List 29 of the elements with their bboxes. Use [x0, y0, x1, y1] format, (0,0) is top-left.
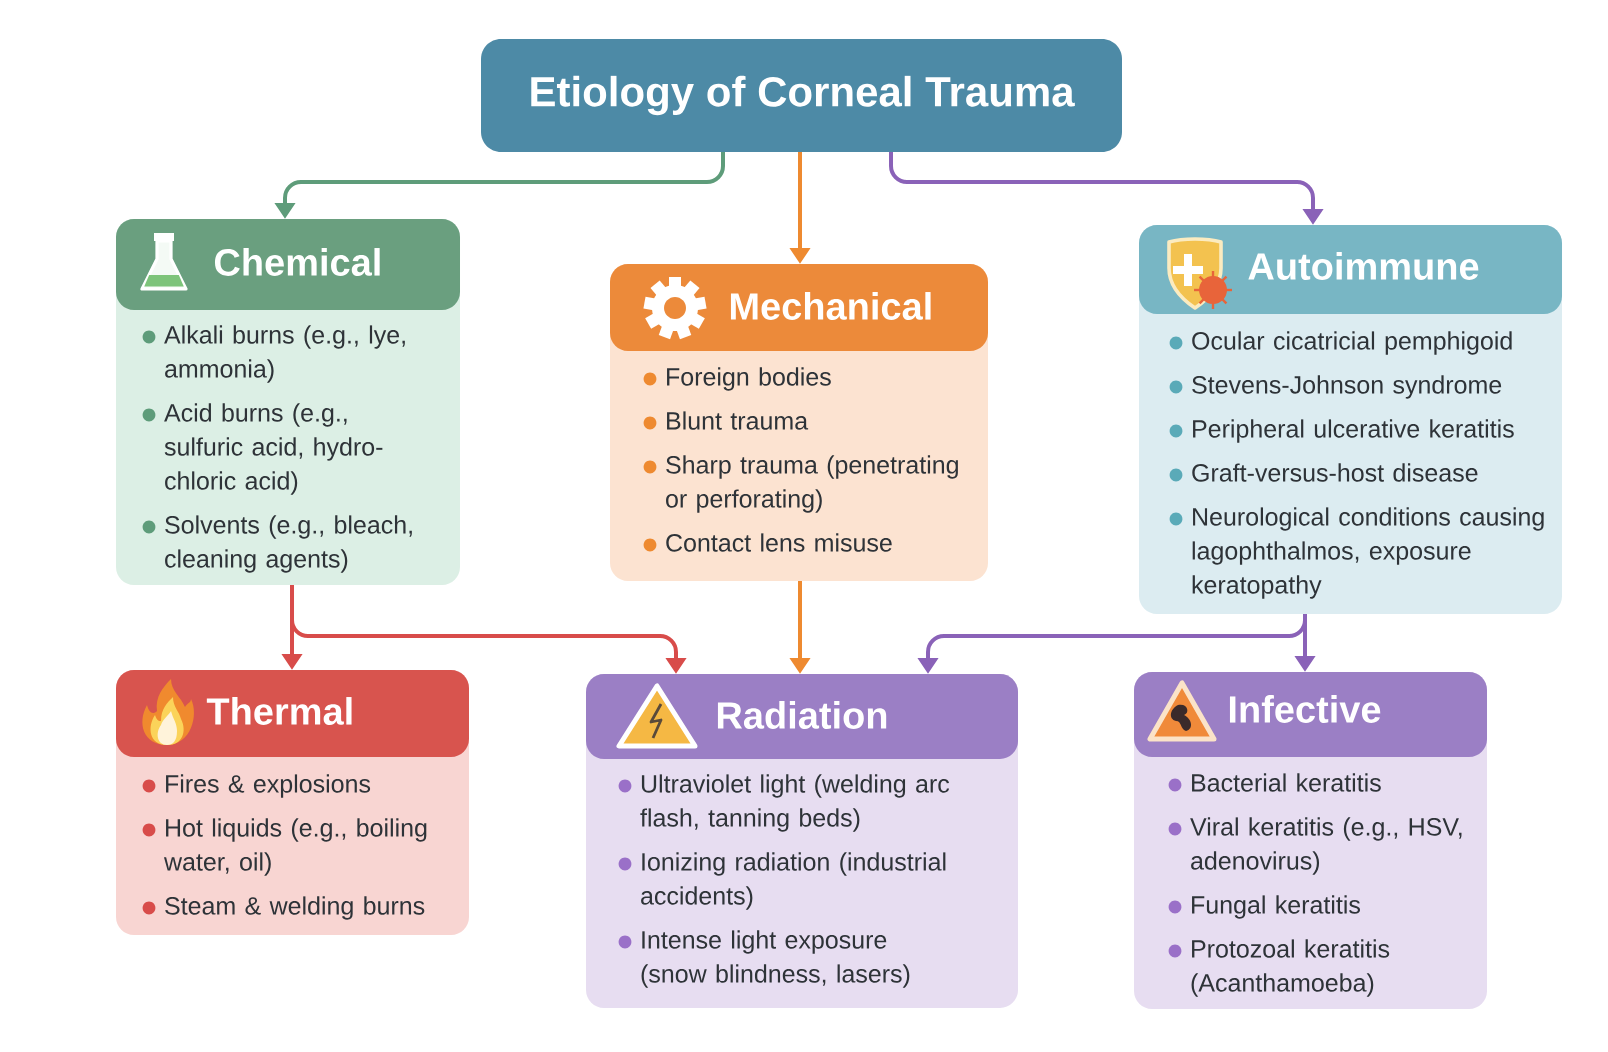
- list-item: Hot liquids (e.g., boiling water, oil): [163, 818, 427, 876]
- list-item: Viral keratitis (e.g., HSV, adenovirus): [1190, 817, 1462, 875]
- list-item: Ultraviolet light (welding arc flash, tanning beds): [640, 774, 950, 832]
- list-item: Bacterial keratitis: [1192, 773, 1381, 792]
- list-item: Sharp trauma (penetrating or perforating): [666, 455, 958, 513]
- card-header: Mechanical: [610, 264, 988, 351]
- list-item: Intense light exposure (snow blindness, lasers): [641, 930, 910, 988]
- list-item: Ionizing radiation (industrial accidents): [641, 852, 946, 910]
- list-item: Solvents (e.g., bleach, cleaning agents): [165, 515, 412, 573]
- list-item: Stevens-Johnson syndrome: [1192, 375, 1502, 399]
- card-header: Infective: [1134, 672, 1487, 757]
- list-item: Contact lens misuse: [666, 533, 892, 552]
- title-box: Etiology of Corneal Trauma: [481, 39, 1122, 152]
- card-header: Chemical: [116, 219, 460, 310]
- list-item: Foreign bodies: [667, 367, 831, 391]
- list-item: Neurological conditions causing lagophthalmos, exposure keratopathy: [1192, 507, 1544, 599]
- list-item: Steam & welding burns: [165, 896, 425, 920]
- list-item: Fungal keratitis: [1192, 895, 1360, 919]
- list-item: Ocular cicatricial pemphigoid: [1192, 331, 1512, 355]
- list-item: Graft-versus-host disease: [1192, 463, 1478, 482]
- list-item: Alkali burns (e.g., lye, ammonia): [164, 325, 405, 383]
- card-header: Radiation: [586, 674, 1018, 759]
- list-item: Blunt trauma: [667, 411, 809, 430]
- list-item: Acid burns (e.g., sulfuric acid, hydro- chloric acid): [164, 403, 383, 495]
- list-item: Fires & explosions: [166, 774, 371, 798]
- list-item: Protozoal keratitis (Acanthamoeba): [1191, 939, 1390, 997]
- list-item: Peripheral ulcerative keratitis: [1193, 419, 1514, 443]
- card-header: Autoimmune: [1139, 225, 1562, 314]
- card-header: Thermal: [116, 670, 469, 757]
